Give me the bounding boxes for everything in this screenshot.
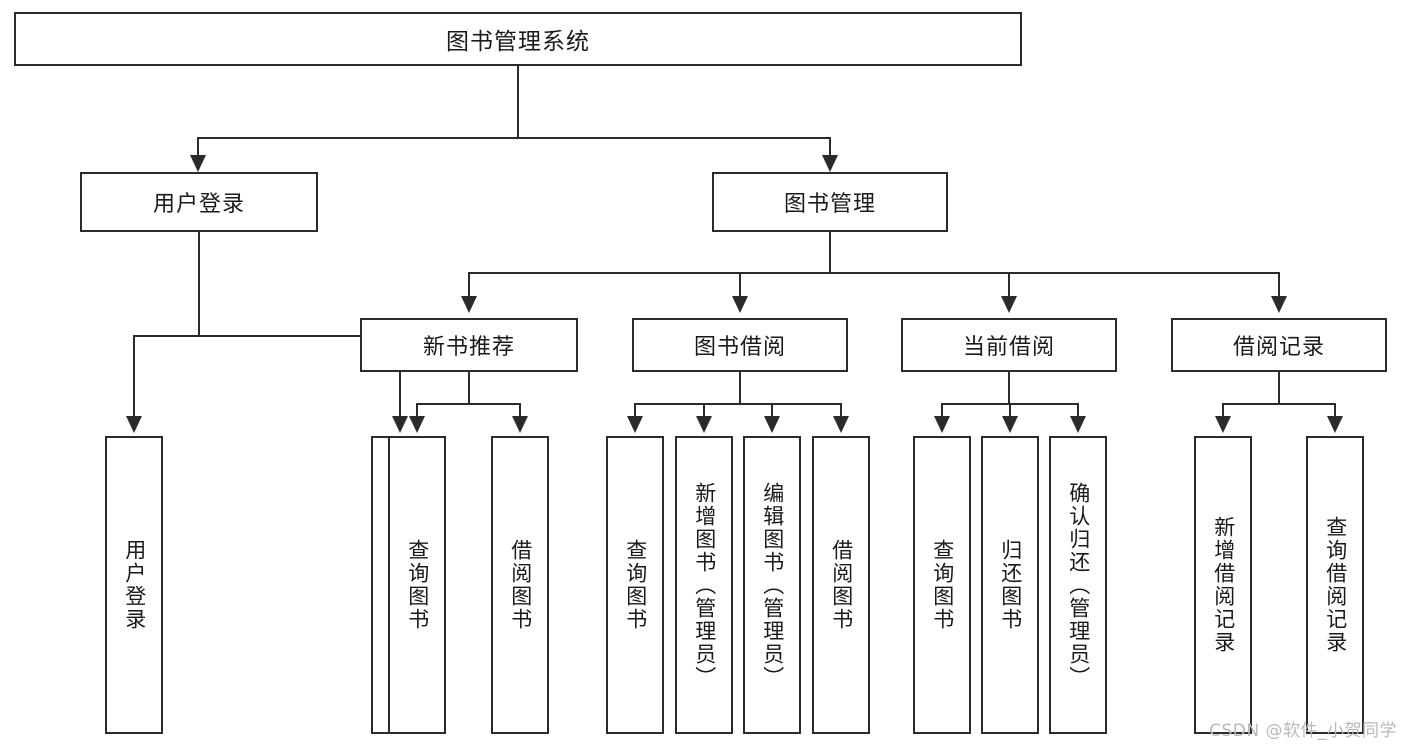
edge-bm-to-new-book: [468, 272, 470, 298]
arrow-br-to-leaf-1: [1215, 416, 1231, 433]
node-label: 图书管理: [783, 192, 876, 217]
leaf-user-login-login[interactable]: 用户登录: [105, 436, 163, 734]
node-current-borrow[interactable]: 当前借阅: [901, 318, 1117, 372]
arrow-user-login-to-leaf-1: [126, 416, 142, 433]
edge-new-book-stem: [468, 372, 470, 404]
leaf-new-book-query-book[interactable]: 查询图书: [388, 436, 446, 734]
node-label: 查询图书: [405, 539, 430, 631]
node-borrow-record[interactable]: 借阅记录: [1171, 318, 1387, 372]
node-label: 确认归还（管理员）: [1066, 481, 1091, 689]
arrow-root-to-book-management: [822, 155, 838, 172]
node-label: 新增借阅记录: [1211, 516, 1236, 654]
edge-user-login-to-leaf-2: [399, 335, 401, 418]
arrow-user-login-to-leaf-2: [392, 416, 408, 433]
edge-book-management-stem: [829, 232, 831, 273]
edge-bb-to-leaf-1: [634, 403, 636, 418]
node-label: 借阅图书: [508, 539, 533, 631]
arrow-bm-to-borrow-record: [1271, 296, 1287, 313]
arrow-bm-to-book-borrow: [732, 296, 748, 313]
edge-current-borrow-stem: [1008, 372, 1010, 404]
edge-book-management-bus: [468, 272, 1280, 274]
leaf-book-borrow-edit-book-admin[interactable]: 编辑图书（管理员）: [743, 436, 801, 734]
edge-bb-to-leaf-3: [771, 403, 773, 418]
node-new-book-recommend[interactable]: 新书推荐: [360, 318, 578, 372]
node-label: 查询图书: [623, 539, 648, 631]
node-book-management[interactable]: 图书管理: [712, 172, 948, 232]
arrow-new-book-to-leaf-1: [409, 416, 425, 433]
edge-borrow-record-bus: [1222, 403, 1336, 405]
node-label: 借阅记录: [1232, 335, 1325, 360]
arrow-cb-to-leaf-1: [934, 416, 950, 433]
edge-bm-to-book-borrow: [739, 272, 741, 298]
leaf-book-borrow-add-book-admin[interactable]: 新增图书（管理员）: [675, 436, 733, 734]
edge-root-to-book-management: [829, 137, 831, 157]
leaf-current-borrow-return-book[interactable]: 归还图书: [981, 436, 1039, 734]
arrow-bb-to-leaf-3: [764, 416, 780, 433]
arrow-cb-to-leaf-3: [1070, 416, 1086, 433]
watermark-csdn: CSDN @软件_小贺同学: [1209, 721, 1397, 741]
node-label: 图书借阅: [693, 335, 786, 360]
node-label: 图书管理系统: [446, 29, 590, 55]
arrow-new-book-to-leaf-2: [512, 416, 528, 433]
arrow-bm-to-current-borrow: [1001, 296, 1017, 313]
arrow-bb-to-leaf-2: [696, 416, 712, 433]
edge-new-book-to-leaf-1: [416, 403, 418, 418]
arrow-bb-to-leaf-4: [833, 416, 849, 433]
edge-cb-to-leaf-3: [1077, 403, 1079, 418]
edge-root-stem: [517, 66, 519, 138]
node-label: 用户登录: [122, 539, 147, 631]
node-book-borrow[interactable]: 图书借阅: [632, 318, 848, 372]
edge-book-borrow-bus: [634, 403, 842, 405]
edge-br-to-leaf-2: [1334, 403, 1336, 418]
edge-cb-to-leaf-1: [941, 403, 943, 418]
node-label: 借阅图书: [829, 539, 854, 631]
leaf-book-borrow-borrow-book[interactable]: 借阅图书: [812, 436, 870, 734]
node-label: 新增图书（管理员）: [692, 481, 717, 689]
arrow-root-to-user-login: [190, 155, 206, 172]
edge-bm-to-current-borrow: [1008, 272, 1010, 298]
edge-bb-to-leaf-4: [840, 403, 842, 418]
edge-user-login-stem: [198, 232, 200, 336]
edge-root-bus: [197, 137, 831, 139]
node-label: 用户登录: [152, 192, 245, 217]
edge-user-login-bus: [133, 335, 401, 337]
edge-new-book-bus: [416, 403, 521, 405]
arrow-cb-to-leaf-2: [1002, 416, 1018, 433]
node-label: 当前借阅: [962, 335, 1055, 360]
leaf-current-borrow-query-book[interactable]: 查询图书: [913, 436, 971, 734]
edge-bb-to-leaf-2: [703, 403, 705, 418]
node-label: 编辑图书（管理员）: [760, 481, 785, 689]
edge-new-book-to-leaf-2: [519, 403, 521, 418]
edge-root-to-user-login: [197, 137, 199, 157]
leaf-borrow-record-add-record[interactable]: 新增借阅记录: [1194, 436, 1252, 734]
leaf-book-borrow-query-book[interactable]: 查询图书: [606, 436, 664, 734]
node-user-login[interactable]: 用户登录: [80, 172, 318, 232]
leaf-new-book-borrow-book[interactable]: 借阅图书: [491, 436, 549, 734]
edge-book-borrow-stem: [739, 372, 741, 404]
edge-br-to-leaf-1: [1222, 403, 1224, 418]
leaf-borrow-record-query-record[interactable]: 查询借阅记录: [1306, 436, 1364, 734]
edge-bm-to-borrow-record: [1278, 272, 1280, 298]
arrow-bb-to-leaf-1: [627, 416, 643, 433]
node-label: 查询图书: [930, 539, 955, 631]
edge-borrow-record-stem: [1278, 372, 1280, 404]
node-label: 查询借阅记录: [1323, 516, 1348, 654]
arrow-br-to-leaf-2: [1327, 416, 1343, 433]
edge-user-login-to-leaf-1: [133, 335, 135, 418]
node-root-book-management-system[interactable]: 图书管理系统: [14, 12, 1022, 66]
arrow-bm-to-new-book: [461, 296, 477, 313]
node-label: 归还图书: [998, 539, 1023, 631]
leaf-current-borrow-confirm-return-admin[interactable]: 确认归还（管理员）: [1049, 436, 1107, 734]
node-label: 新书推荐: [422, 335, 515, 360]
edge-cb-to-leaf-2: [1009, 403, 1011, 418]
